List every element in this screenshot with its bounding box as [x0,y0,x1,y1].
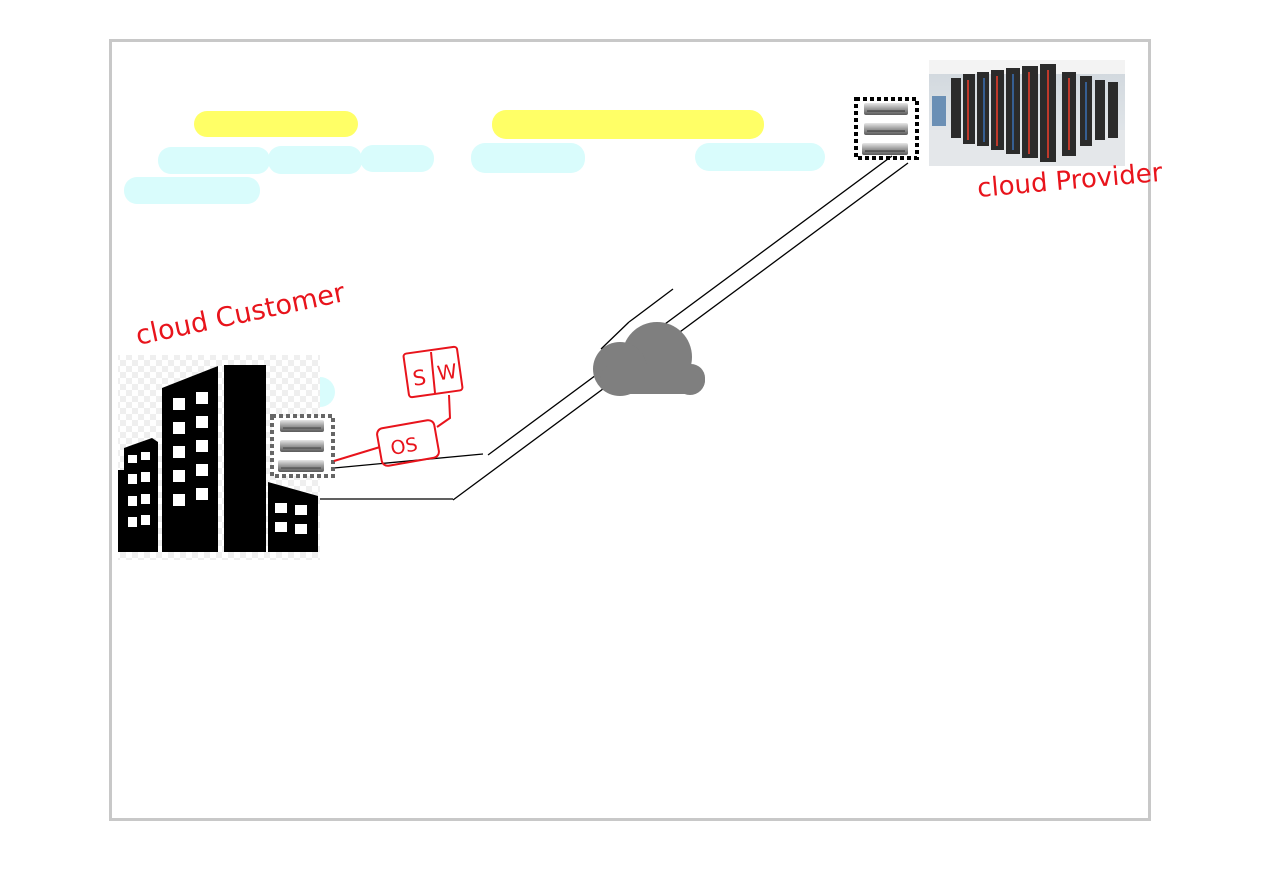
cyan-highlight [695,143,825,171]
highlight-strokes [124,110,825,407]
sw-s-label: S [411,365,428,391]
server-link [333,453,484,469]
cloud-icon [593,322,705,396]
os-box [376,419,440,467]
os-label: OS [389,434,419,460]
red-ink-annotations [333,345,464,467]
cyan-highlight [360,145,434,172]
os-sw-connector [436,394,452,428]
datacenter-photo [929,60,1125,166]
yellow-highlight [194,111,358,137]
cyan-highlight [471,143,585,173]
customer-label: cloud Customer [133,277,349,352]
provider-server-rack-icon [854,97,919,160]
sw-w-label: W [436,359,459,386]
cyan-highlight [124,177,260,204]
cyan-highlight [268,146,362,174]
sw-divider [430,351,436,394]
os-link-stroke [333,446,381,462]
customer-server-rack-icon [270,414,335,478]
sw-box [402,345,464,399]
office-buildings-icon [118,355,320,560]
yellow-highlight [492,110,764,139]
cyan-highlight [158,147,270,174]
provider-link-upper [487,155,893,456]
